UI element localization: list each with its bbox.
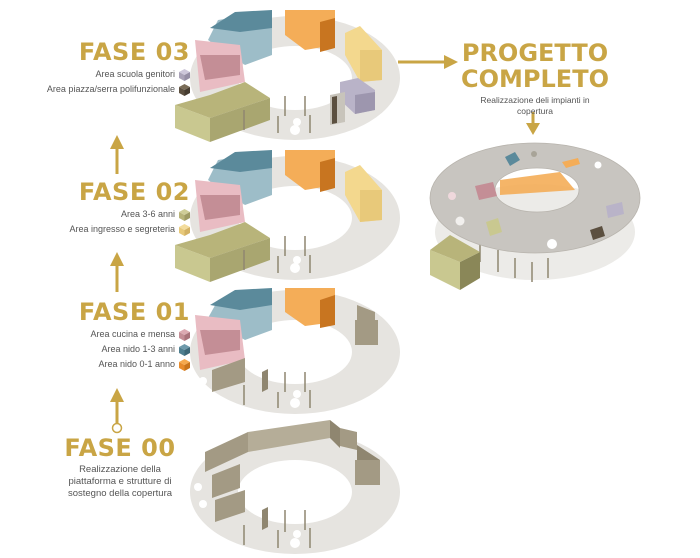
description-line: piattaforma e strutture di	[68, 476, 172, 487]
legend-item: Area ingresso e segreteria	[69, 222, 190, 237]
legend-item: Area piazza/serra polifunzionale	[47, 82, 190, 97]
legend-label: Area nido 0-1 anno	[98, 359, 175, 369]
ring-fase-03	[175, 10, 400, 142]
complete-title: PROGETTO COMPLETO	[461, 40, 609, 92]
cube-icon	[179, 68, 190, 81]
phase-fase-02: FASE 02 Area 3-6 anni Area ingresso e se…	[69, 178, 190, 237]
arrow-down-icon	[526, 112, 540, 135]
cube-icon	[179, 223, 190, 236]
phase-fase-01: FASE 01 Area cucina e mensa Area nido 1-…	[79, 298, 190, 372]
cube-icon	[179, 328, 190, 341]
cube-icon	[179, 83, 190, 96]
legend-fase-03: Area scuola genitori Area piazza/serra p…	[47, 67, 190, 97]
ring-fase-02	[175, 150, 400, 282]
arrow-up-icon	[110, 388, 124, 434]
complete-block: PROGETTO COMPLETO Realizzazione deli imp…	[455, 40, 615, 117]
phase-title-fase-02: FASE 02	[78, 178, 190, 206]
legend-item: Area scuola genitori	[95, 67, 190, 82]
arrow-up-icon	[110, 252, 124, 292]
legend-fase-02: Area 3-6 anni Area ingresso e segreteria	[69, 207, 190, 237]
legend-item: Area nido 1-3 anni	[101, 342, 190, 357]
legend-item: Area cucina e mensa	[90, 327, 190, 342]
phase-fase-00: FASE 00 Realizzazione della piattaforma …	[40, 434, 200, 500]
cube-icon	[179, 343, 190, 356]
legend-label: Area nido 1-3 anni	[101, 344, 175, 354]
description-line: copertura	[517, 106, 553, 116]
cube-icon	[179, 358, 190, 371]
arrow-up-icon	[110, 135, 124, 174]
phase-title-fase-03: FASE 03	[78, 38, 190, 66]
complete-description: Realizzazione deli impianti in copertura	[480, 95, 589, 117]
legend-label: Area scuola genitori	[95, 69, 175, 79]
legend-item: Area 3-6 anni	[121, 207, 190, 222]
ring-fase-01	[190, 288, 400, 414]
legend-label: Area cucina e mensa	[90, 329, 175, 339]
description-line: Realizzazione deli impianti in	[480, 95, 590, 105]
phase-description-fase-00: Realizzazione della piattaforma e strutt…	[68, 464, 172, 500]
arrow-right-icon	[398, 55, 458, 69]
legend-fase-01: Area cucina e mensa Area nido 1-3 anni A…	[90, 327, 190, 372]
complete-title-line1: PROGETTO	[461, 39, 609, 67]
description-line: Realizzazione della	[79, 464, 161, 475]
phase-title-fase-00: FASE 00	[64, 434, 176, 462]
description-line: sostegno della copertura	[67, 488, 173, 499]
phase-fase-03: FASE 03 Area scuola genitori Area piazza…	[47, 38, 190, 97]
legend-item: Area nido 0-1 anno	[98, 357, 190, 372]
ring-fase-00	[190, 420, 400, 554]
legend-label: Area ingresso e segreteria	[69, 224, 175, 234]
legend-label: Area 3-6 anni	[120, 209, 175, 219]
complete-title-line2: COMPLETO	[461, 65, 609, 93]
phase-title-fase-01: FASE 01	[78, 298, 190, 326]
legend-label: Area piazza/serra polifunzionale	[46, 84, 175, 94]
ring-complete	[429, 142, 641, 290]
cube-icon	[179, 208, 190, 221]
